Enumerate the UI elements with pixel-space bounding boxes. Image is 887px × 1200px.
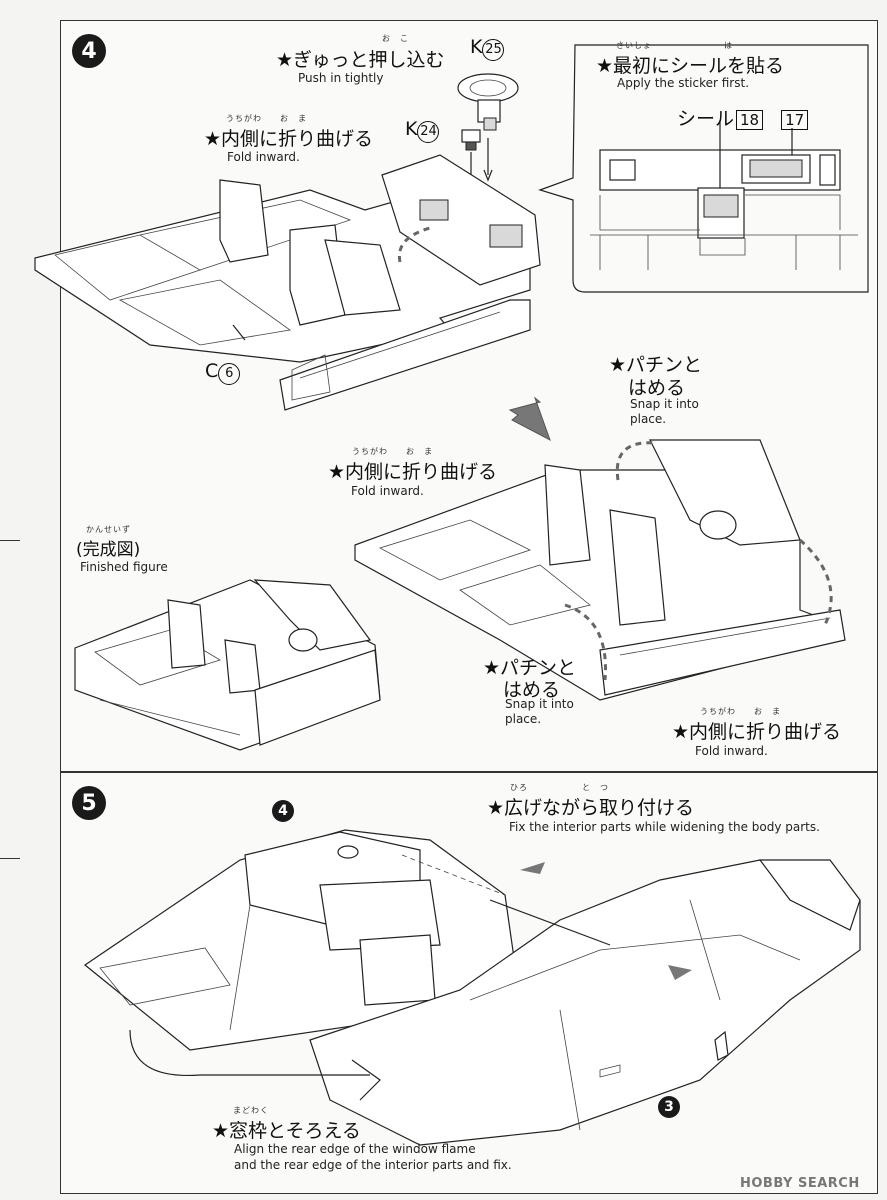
finished-ruby: かんせいず xyxy=(86,525,131,534)
snap1-en-line1: Snap it into xyxy=(630,397,699,411)
sticker-17: 17 xyxy=(781,110,809,130)
widen-instruction-jp: ★広げながら取り付ける xyxy=(487,797,695,819)
fold1-ruby: うちがわ お ま xyxy=(226,114,307,123)
sticker-instruction-en: Apply the sticker first. xyxy=(617,76,750,90)
push-instruction-jp: ★ぎゅっと押し込む xyxy=(276,49,445,71)
left-margin-rule-2 xyxy=(0,858,20,859)
interior-floor-assembled xyxy=(354,439,846,701)
fold1-instruction-jp: ★内側に折り曲げる xyxy=(204,128,374,150)
interior-floor-top xyxy=(34,154,541,411)
fold3-instruction-jp: ★内側に折り曲げる xyxy=(672,721,842,743)
left-margin-rule xyxy=(0,540,20,541)
part-k25-number: 25 xyxy=(482,39,505,61)
part-c6-letter: C xyxy=(205,360,219,382)
steering-wheel-part xyxy=(457,73,519,182)
align-ruby: まどわく xyxy=(233,1106,269,1115)
align-instruction-en-line1: Align the rear edge of the window flame xyxy=(234,1142,476,1156)
dashboard-inset-drawing xyxy=(590,120,858,270)
fold3-ruby: うちがわ お ま xyxy=(700,707,781,716)
part-k24-number: 24 xyxy=(417,121,440,143)
body-assembly-drawing xyxy=(83,829,861,1146)
widen-ruby: ひろ と つ xyxy=(510,783,609,792)
fold1-instruction-en: Fold inward. xyxy=(227,150,300,164)
push-instruction-en: Push in tightly xyxy=(298,71,384,85)
fold3-instruction-en: Fold inward. xyxy=(695,744,768,758)
snap1-en-line2: place. xyxy=(630,412,667,426)
push-ruby: お こ xyxy=(382,34,409,43)
snap2-jp-line2: はめる xyxy=(503,679,561,701)
sticker-instruction-jp: ★最初にシールを貼る xyxy=(596,55,785,77)
snap2-jp-line1: ★パチンと xyxy=(483,657,577,679)
snap2-en-line1: Snap it into xyxy=(505,697,574,711)
finished-figure-drawing xyxy=(74,579,381,751)
down-arrow xyxy=(508,396,551,442)
sticker-ruby: さいしょ は xyxy=(616,41,733,50)
snap1-jp-line1: ★パチンと xyxy=(609,354,703,376)
step-number-4: 4 xyxy=(72,34,106,68)
align-instruction-jp: ★窓枠とそろえる xyxy=(212,1120,361,1142)
fold2-instruction-jp: ★内側に折り曲げる xyxy=(328,461,498,483)
watermark-logo: HOBBY SEARCH xyxy=(740,1176,860,1191)
finished-figure-en: Finished figure xyxy=(80,560,168,574)
snap1-jp-line2: はめる xyxy=(628,377,686,399)
fold2-instruction-en: Fold inward. xyxy=(351,484,424,498)
widen-instruction-en: Fix the interior parts while widening th… xyxy=(509,820,820,834)
sticker-inset-frame xyxy=(538,44,869,293)
fold2-ruby: うちがわ お ま xyxy=(352,447,433,456)
sticker-18: 18 xyxy=(736,110,764,130)
snap2-en-line2: place. xyxy=(505,712,542,726)
finished-figure-jp: (完成図) xyxy=(76,540,141,560)
part-k24-letter: K xyxy=(405,118,418,140)
step-number-5: 5 xyxy=(72,786,106,820)
align-instruction-en-line2: and the rear edge of the interior parts … xyxy=(234,1158,512,1172)
part-k25-letter: K xyxy=(470,36,483,58)
step3-reference-badge: 3 xyxy=(658,1096,680,1118)
step4-reference-badge: 4 xyxy=(272,800,294,822)
sticker-label: シール xyxy=(677,108,735,130)
part-c6-number: 6 xyxy=(218,363,241,385)
